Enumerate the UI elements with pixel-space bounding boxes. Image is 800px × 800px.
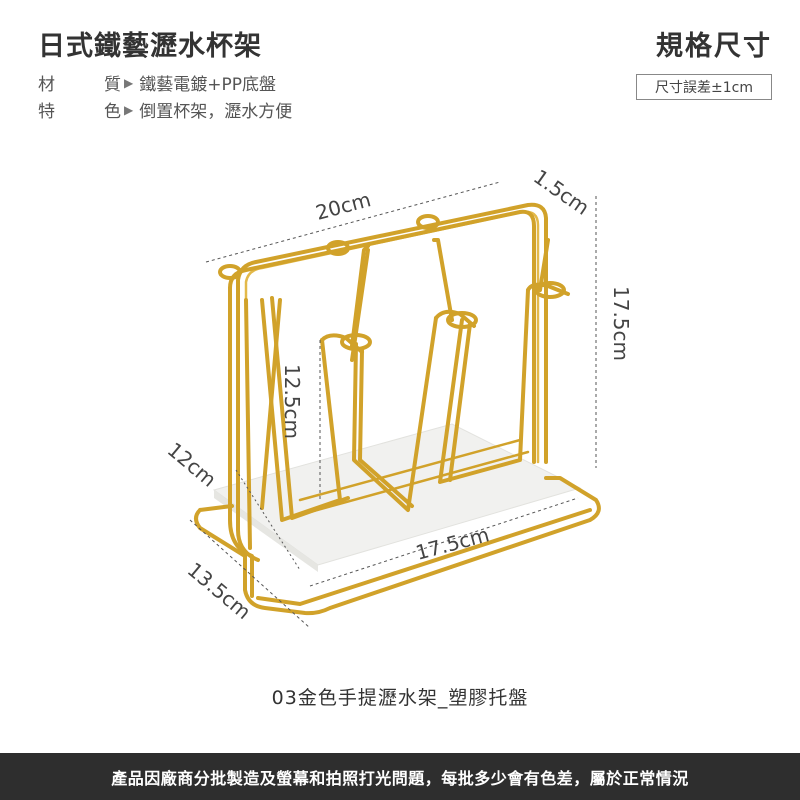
spec-key-part1: 材 — [38, 75, 55, 95]
product-caption: 03金色手提瀝水架_塑膠托盤 — [271, 687, 529, 709]
spec-row-material: 材 質 ▶ 鐵藝電鍍+PP底盤 — [38, 70, 276, 95]
arrow-right-icon: ▶ — [124, 75, 134, 90]
dim-height-right: 17.5cm — [609, 286, 633, 361]
spec-row-feature: 特 色 ▶ 倒置杯架，瀝水方便 — [38, 97, 292, 122]
spec-value: 倒置杯架，瀝水方便 — [139, 102, 293, 122]
dim-base-depth-side: 12cm — [163, 437, 221, 491]
color-disclaimer-footer: 產品因廠商分批製造及螢幕和拍照打光問題，每批多少會有色差，屬於正常情況 — [0, 753, 800, 800]
dimension-lines — [189, 181, 597, 629]
dim-depth-top: 1.5cm — [529, 164, 594, 219]
product-diagram: 20cm 1.5cm 17.5cm 12.5cm 12cm 17.5cm 13.… — [163, 164, 633, 629]
spec-value: 鐵藝電鍍+PP底盤 — [139, 75, 276, 95]
tolerance-badge: 尺寸誤差±1cm — [636, 74, 772, 100]
product-title: 日式鐵藝瀝水杯架 — [38, 31, 262, 62]
spec-key-part2: 質 — [104, 75, 121, 95]
dim-inner-height: 12.5cm — [280, 364, 304, 439]
spec-key-part2: 色 — [104, 102, 121, 122]
spec-title: 規格尺寸 — [656, 31, 772, 62]
gold-wire-rack — [194, 202, 601, 616]
arrow-right-icon: ▶ — [124, 102, 134, 117]
spec-key-part1: 特 — [38, 102, 55, 122]
